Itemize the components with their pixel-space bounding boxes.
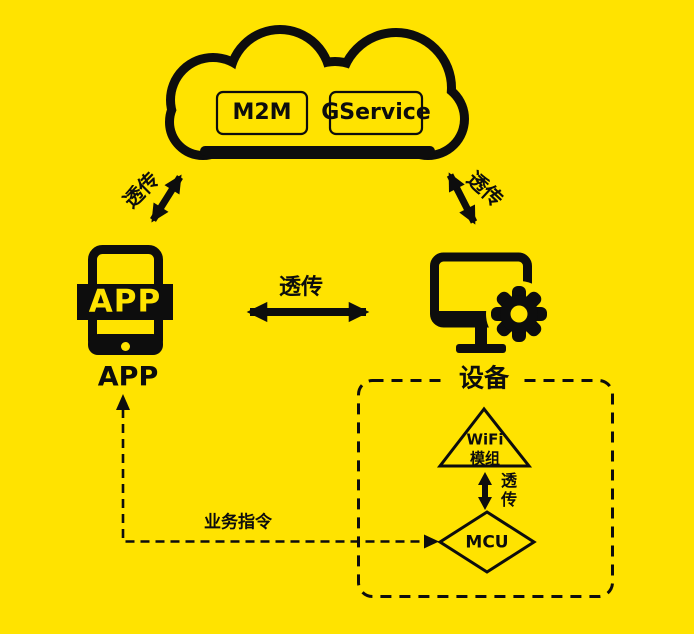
- cloud-device-arrow: [446, 172, 478, 225]
- m2m-label: M2M: [232, 100, 292, 125]
- app-cloud-arrow: [150, 174, 183, 223]
- mcu-label: MCU: [465, 532, 509, 553]
- right-arrowhead-icon: [424, 534, 439, 549]
- gservice-box: [328, 90, 424, 136]
- up-arrowhead-icon: [116, 394, 130, 410]
- wifi-module-label-line1: WiFi: [466, 430, 504, 449]
- business-command-arrow: [116, 394, 439, 549]
- home-button-icon: [121, 342, 130, 351]
- wifi-module-label-line2: 模组: [469, 449, 501, 467]
- business-command-label: 业务指令: [204, 512, 272, 533]
- gear-icon: [486, 281, 552, 347]
- phone-screen-text: APP: [88, 283, 162, 320]
- wifi-mcu-arrow: [478, 472, 492, 510]
- wifi-module-shape: [436, 406, 533, 468]
- device-node-label: 设备: [446, 363, 522, 393]
- app-device-arrow-label: 透传: [278, 275, 324, 300]
- wifi-module-label: WiFi 模组: [466, 430, 503, 468]
- smartphone-icon: [77, 245, 173, 355]
- gservice-label: GService: [321, 100, 431, 125]
- mcu-shape: [437, 510, 537, 574]
- wifi-mcu-arrow-label: 透传: [498, 472, 517, 510]
- app-node-label: APP: [97, 361, 159, 393]
- device-boundary-box: [357, 379, 614, 598]
- m2m-box: [215, 90, 309, 136]
